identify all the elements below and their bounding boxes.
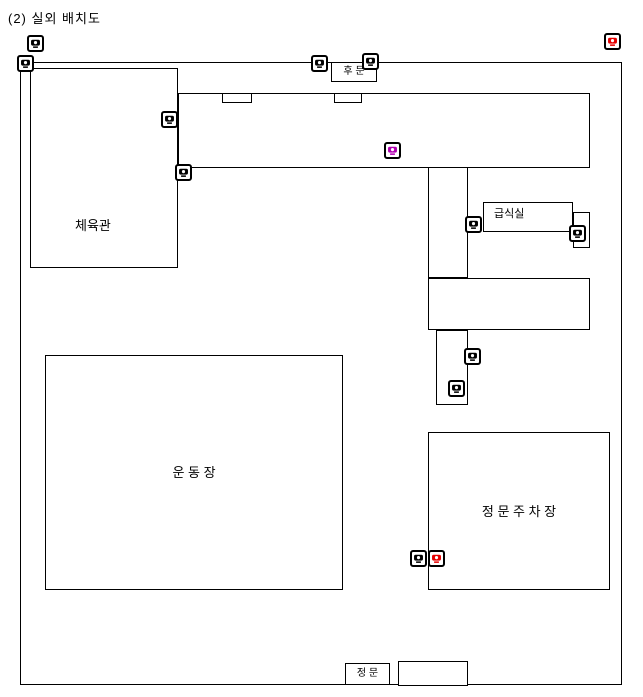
building-roof-tab-2	[334, 93, 362, 103]
cctv-camera-icon	[362, 53, 379, 70]
cctv-camera-icon	[448, 380, 465, 397]
camera-glyph	[452, 384, 461, 393]
building-corridor-upper	[428, 167, 468, 278]
playground-label: 운 동 장	[172, 465, 216, 480]
cctv-camera-icon	[27, 35, 44, 52]
main-gate-label: 정 문	[356, 668, 379, 679]
gymnasium-label: 체육관	[75, 218, 111, 233]
cctv-camera-icon	[428, 550, 445, 567]
cctv-camera-icon	[17, 55, 34, 72]
building-playground: 운 동 장	[45, 355, 343, 590]
building-gate-side-box	[398, 661, 468, 686]
cafeteria-label: 급식실	[494, 208, 525, 220]
camera-glyph	[388, 146, 397, 155]
building-main-gate-parking: 정 문 주 차 장	[428, 432, 610, 590]
cctv-camera-icon	[384, 142, 401, 159]
cctv-camera-icon	[311, 55, 328, 72]
page-title: (2) 실외 배치도	[8, 11, 101, 26]
building-mid-building	[428, 278, 590, 330]
camera-glyph	[573, 229, 582, 238]
camera-glyph	[21, 59, 30, 68]
camera-glyph	[366, 57, 375, 66]
camera-glyph	[468, 352, 477, 361]
cctv-camera-icon	[161, 111, 178, 128]
camera-glyph	[165, 115, 174, 124]
cctv-camera-icon	[569, 225, 586, 242]
camera-glyph	[432, 554, 441, 563]
camera-glyph	[469, 220, 478, 229]
main-gate-parking-label: 정 문 주 차 장	[481, 503, 557, 519]
camera-glyph	[315, 59, 324, 68]
cctv-camera-icon	[604, 33, 621, 50]
cctv-camera-icon	[465, 216, 482, 233]
camera-glyph	[31, 39, 40, 48]
building-main-gate: 정 문	[345, 663, 390, 685]
cctv-camera-icon	[410, 550, 427, 567]
back-gate-label: 후 문	[343, 66, 365, 77]
camera-glyph	[414, 554, 423, 563]
building-roof-tab-1	[222, 93, 252, 103]
building-cafeteria: 급식실	[483, 202, 573, 232]
cctv-camera-icon	[175, 164, 192, 181]
cctv-camera-icon	[464, 348, 481, 365]
building-gymnasium: 체육관	[30, 68, 178, 268]
camera-glyph	[608, 37, 617, 46]
camera-glyph	[179, 168, 188, 177]
